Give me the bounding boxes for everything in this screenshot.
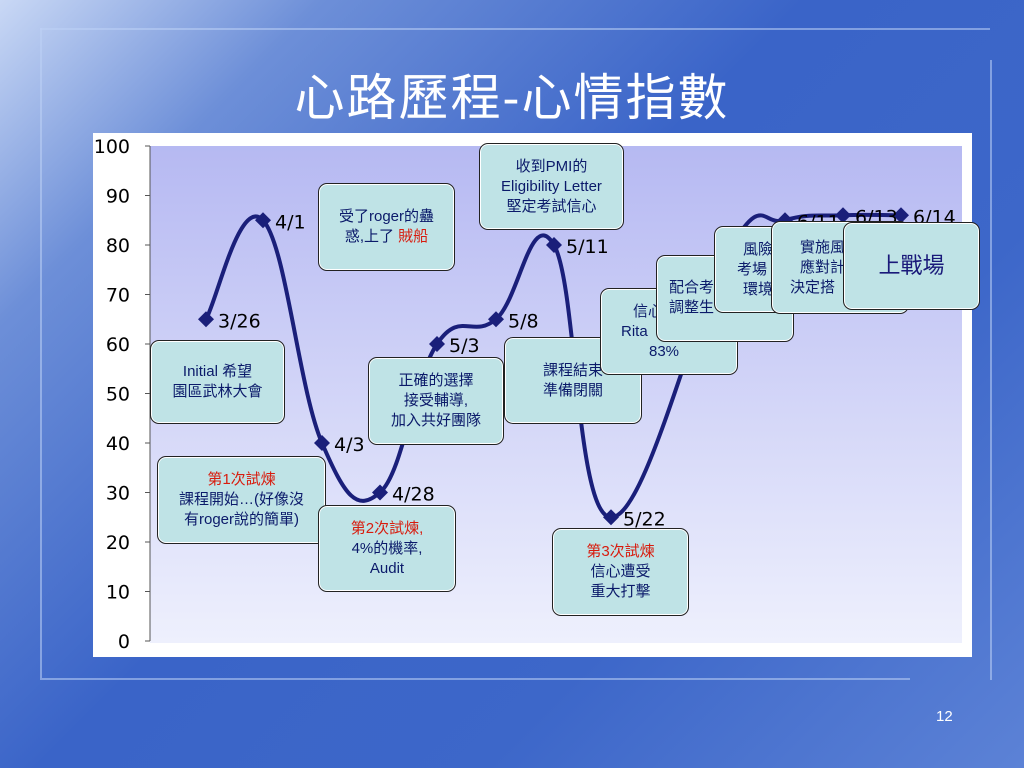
- data-point-label: 3/26: [218, 310, 261, 332]
- data-point-marker: [255, 212, 271, 229]
- frame-bottom-line: [40, 678, 910, 680]
- data-point-marker: [835, 207, 851, 224]
- y-tick-label: 50: [106, 384, 130, 406]
- data-markers: [198, 207, 909, 526]
- callout-highlight-text: 第1次試煉: [207, 471, 276, 488]
- callout-trial-3: 第3次試煉 信心遭受 重大打擊: [552, 528, 689, 616]
- callout-text: 風險: [743, 240, 774, 258]
- callout-to-battle: 上戰場: [843, 222, 980, 310]
- callout-text: 接受輔導,: [403, 392, 469, 409]
- frame-left-line: [40, 28, 42, 678]
- y-tick-label: 0: [118, 631, 130, 653]
- y-tick-label: 60: [106, 334, 130, 356]
- callout-highlight-text: 第3次試煉: [586, 543, 655, 560]
- y-tick-label: 80: [106, 235, 130, 257]
- slide-title: 心路歷程-心情指數: [294, 69, 730, 127]
- data-point-label: 5/11: [566, 236, 609, 258]
- callout-text: 收到PMI的: [515, 157, 588, 175]
- callout-text: 加入共好團隊: [390, 412, 481, 429]
- callout-right-choice: 正確的選擇 接受輔導, 加入共好團隊: [368, 357, 504, 445]
- callout-text: 4%的機率,: [351, 539, 423, 557]
- callout-text: 重大打擊: [590, 583, 651, 600]
- y-tick-label: 30: [106, 483, 130, 505]
- y-tick-label: 10: [106, 582, 130, 604]
- callout-text: 園區武林大會: [172, 383, 263, 400]
- callout-roger: 受了roger的蠱 惑,上了 賊船: [318, 183, 455, 271]
- page-number: 12: [936, 708, 953, 725]
- y-tick-label: 20: [106, 532, 130, 554]
- callout-text: 堅定考試信心: [506, 197, 597, 215]
- callout-text: 受了roger的蠱: [338, 208, 435, 225]
- frame-right-line: [990, 60, 992, 680]
- callout-initial-hope: Initial 希望 園區武林大會: [150, 340, 285, 424]
- callout-text: 考場: [737, 260, 768, 278]
- data-point-marker: [893, 207, 909, 224]
- callout-pmi-letter: 收到PMI的 Eligibility Letter 堅定考試信心: [479, 143, 624, 230]
- callout-highlight-text: 第2次試煉,: [350, 519, 424, 537]
- callout-text: 課程結束: [542, 361, 603, 379]
- callout-text: 惑,上了: [344, 228, 399, 245]
- callout-trial-1: 第1次試煉 課程開始…(好像沒 有roger說的簡單): [157, 456, 326, 544]
- callout-text: 信心: [633, 302, 664, 320]
- data-point-marker: [546, 237, 562, 253]
- callout-text: 實施風: [800, 238, 846, 256]
- callout-text: Rita: [621, 322, 648, 340]
- callout-text: 準備閉關: [542, 381, 603, 399]
- data-point-marker: [314, 435, 330, 451]
- callout-text: Initial 希望: [182, 363, 253, 380]
- callout-text: 信心遭受: [590, 563, 651, 580]
- callout-text: 正確的選擇: [398, 372, 474, 389]
- callout-text: Eligibility Letter: [501, 177, 602, 195]
- data-point-label: 4/3: [334, 434, 365, 456]
- callout-text: 上戰場: [878, 253, 945, 278]
- data-point-label: 5/22: [623, 508, 666, 530]
- callout-text: 應對計: [800, 258, 846, 276]
- callout-text: 課程開始…(好像沒: [179, 491, 304, 508]
- callout-text: 有roger說的簡單): [183, 511, 299, 528]
- data-point-label: 5/3: [449, 335, 480, 357]
- callout-highlight-text: 賊船: [398, 228, 429, 245]
- data-point-marker: [603, 509, 619, 526]
- y-tick-label: 70: [106, 285, 130, 307]
- callout-text: 配合考: [669, 279, 715, 296]
- y-tick-label: 90: [106, 186, 130, 208]
- callout-text: 83%: [649, 342, 680, 360]
- callout-text: 決定搭: [790, 278, 836, 296]
- y-tick-label: 40: [106, 433, 130, 455]
- data-point-marker: [198, 311, 214, 328]
- callout-text: 調整生: [669, 299, 715, 316]
- callout-text: Audit: [369, 559, 405, 577]
- data-point-marker: [372, 484, 388, 501]
- callout-text: 環境: [743, 280, 774, 298]
- data-point-label: 4/1: [275, 211, 306, 233]
- y-tick-label: 100: [94, 136, 130, 158]
- frame-top-left-line: [40, 28, 990, 30]
- data-point-marker: [429, 336, 445, 352]
- data-point-label: 4/28: [392, 484, 435, 506]
- data-point-marker: [488, 311, 504, 328]
- mood-line: [204, 212, 902, 520]
- y-axis: 0 10 20 30 40 50 60 70 80 90 100: [94, 136, 151, 653]
- data-point-label: 5/8: [508, 310, 539, 332]
- callout-trial-2: 第2次試煉, 4%的機率, Audit: [318, 505, 456, 592]
